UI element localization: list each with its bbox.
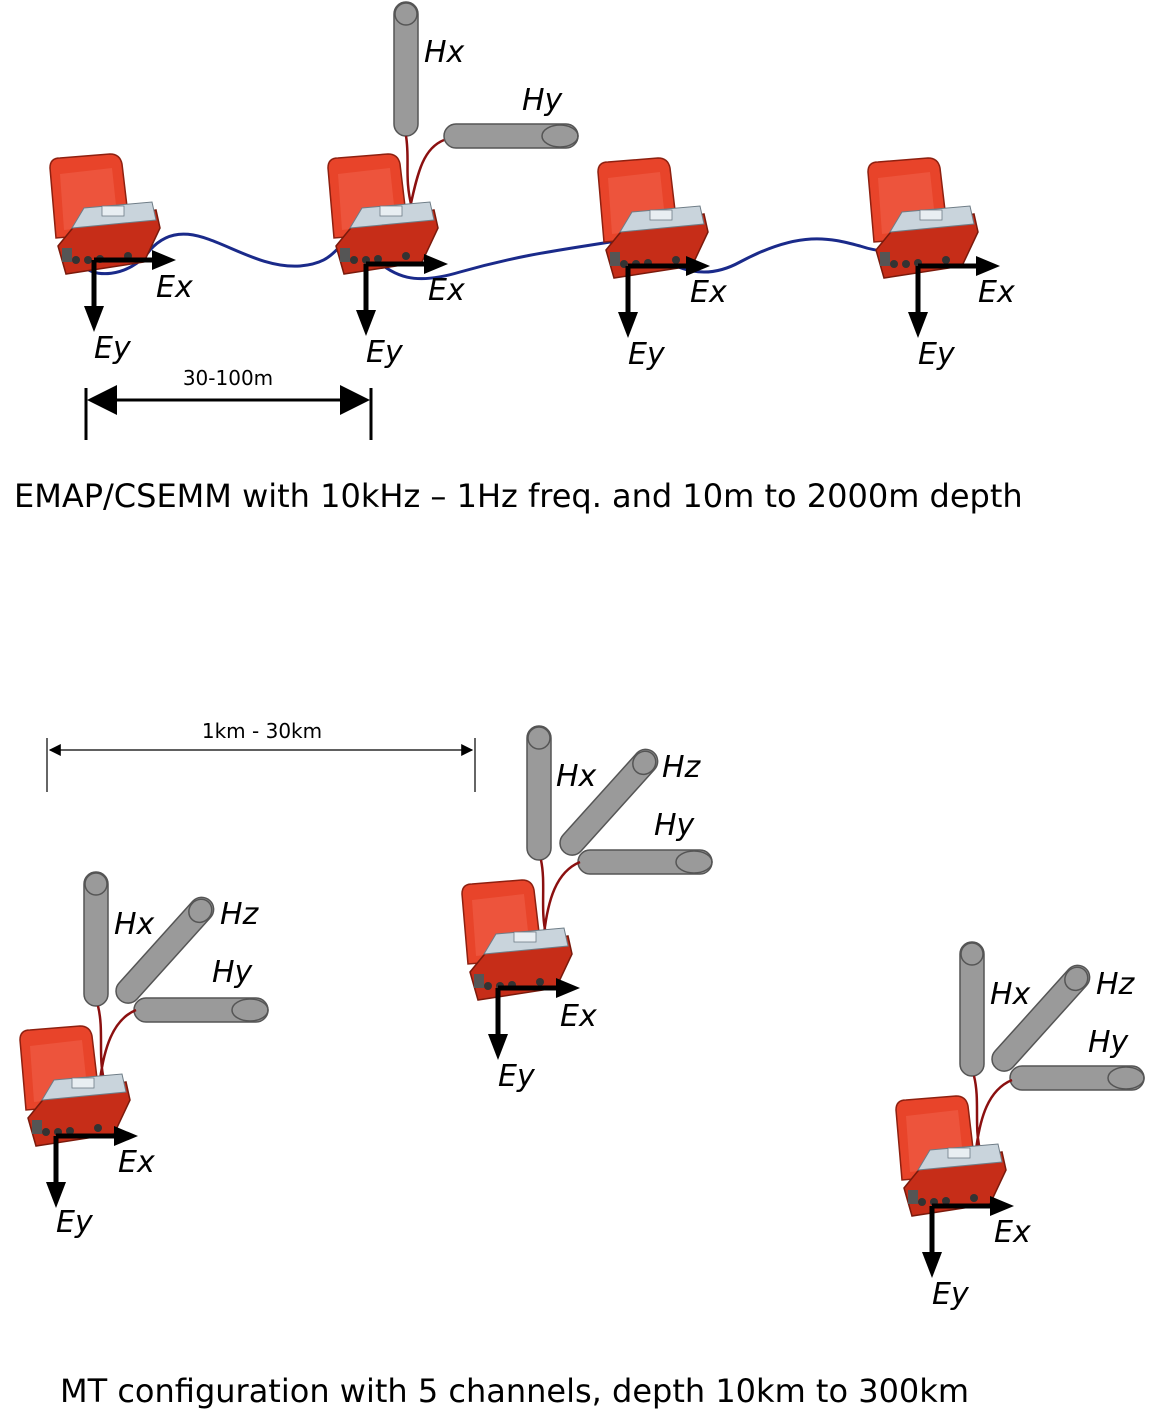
mt-section: 1km - 30km Hx Hz Hy Ex Ey Hx Hz Hy Ex Ey… bbox=[19, 719, 1145, 1410]
hx-coil-top bbox=[393, 1, 419, 137]
logger-mt2 bbox=[461, 879, 573, 1001]
red-cable-top bbox=[404, 135, 445, 209]
red-cable-mt3 bbox=[972, 1075, 1013, 1151]
ey-label-mt2: Ey bbox=[498, 1059, 536, 1094]
logger-1 bbox=[49, 153, 161, 275]
hz-label-mt1: Hz bbox=[220, 897, 260, 932]
ex-label-2: Ex bbox=[428, 273, 465, 308]
logger-4 bbox=[867, 157, 979, 279]
ey-label-mt3: Ey bbox=[932, 1277, 970, 1312]
emap-caption: EMAP/CSEMM with 10kHz – 1Hz freq. and 10… bbox=[14, 477, 1023, 515]
spacing-label-bottom: 1km - 30km bbox=[202, 719, 322, 743]
hy-label-mt1: Hy bbox=[212, 955, 254, 990]
logger-2 bbox=[327, 153, 439, 275]
ey-label-mt1: Ey bbox=[56, 1205, 94, 1240]
hz-label-mt3: Hz bbox=[1096, 967, 1136, 1002]
mt-caption: MT configuration with 5 channels, depth … bbox=[60, 1372, 969, 1410]
hy-coil-top bbox=[443, 123, 579, 149]
emap-section: Ex Ey Hx Hy Ex Ey Ex Ey Ex Ey 30-100m EM… bbox=[14, 1, 1023, 515]
hx-label-mt2: Hx bbox=[556, 759, 597, 794]
ey-label-1: Ey bbox=[94, 331, 132, 366]
ex-label-mt3: Ex bbox=[994, 1215, 1031, 1250]
hx-coil-mt2 bbox=[526, 725, 552, 861]
ex-label-mt2: Ex bbox=[560, 999, 597, 1034]
hy-coil-mt3 bbox=[1009, 1065, 1145, 1091]
ex-label-4: Ex bbox=[978, 275, 1015, 310]
blue-cable bbox=[78, 232, 911, 281]
spacing-label-top: 30-100m bbox=[183, 366, 273, 390]
hy-coil-mt1 bbox=[133, 997, 269, 1023]
logger-mt1 bbox=[19, 1025, 131, 1147]
ey-label-3: Ey bbox=[628, 337, 666, 372]
hx-coil-mt3 bbox=[959, 941, 985, 1077]
logger-mt3 bbox=[895, 1095, 1007, 1217]
ey-label-4: Ey bbox=[918, 337, 956, 372]
red-cable-mt2 bbox=[539, 859, 581, 935]
hy-coil-mt2 bbox=[577, 849, 713, 875]
hx-label-mt1: Hx bbox=[114, 907, 155, 942]
red-cable-mt1 bbox=[96, 1005, 137, 1081]
ex-label-mt1: Ex bbox=[118, 1145, 155, 1180]
hx-coil-mt1 bbox=[83, 871, 109, 1007]
ex-label-3: Ex bbox=[690, 275, 727, 310]
hx-label-top: Hx bbox=[424, 35, 465, 70]
hy-label-mt3: Hy bbox=[1088, 1025, 1130, 1060]
ex-label-1: Ex bbox=[156, 270, 193, 305]
hx-label-mt3: Hx bbox=[990, 977, 1031, 1012]
hz-label-mt2: Hz bbox=[662, 750, 702, 785]
hy-label-top: Hy bbox=[522, 83, 564, 118]
hy-label-mt2: Hy bbox=[654, 808, 696, 843]
ey-label-2: Ey bbox=[366, 335, 404, 370]
